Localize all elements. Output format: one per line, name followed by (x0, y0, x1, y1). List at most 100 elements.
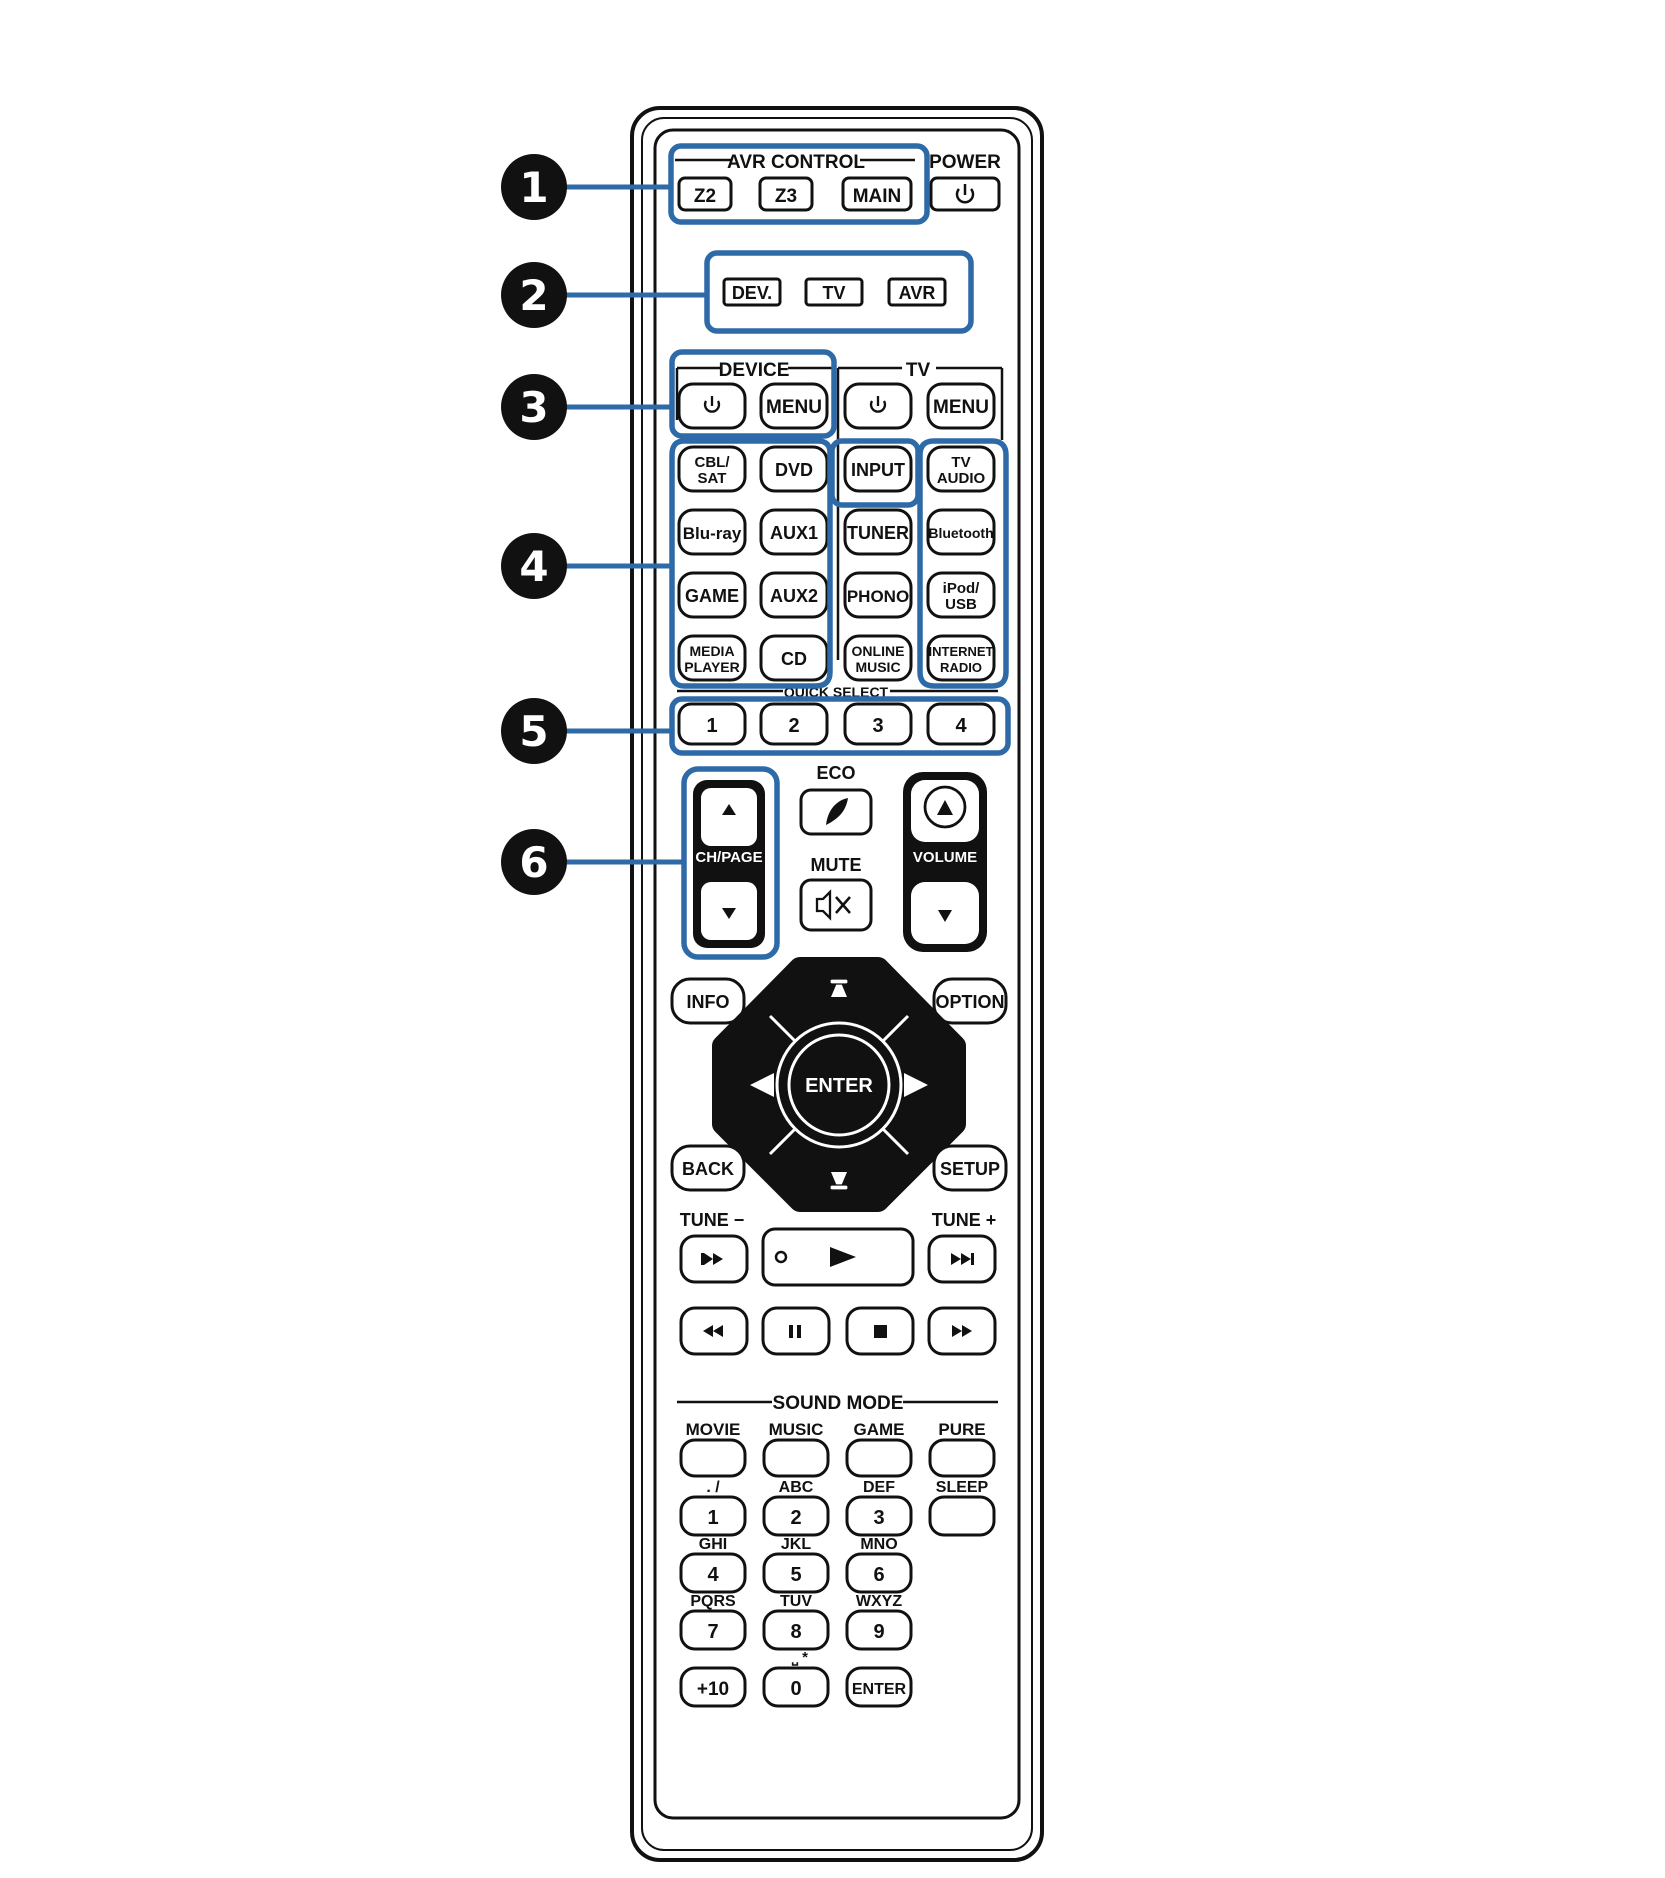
play-button[interactable] (761, 1227, 915, 1287)
highlight-4-device (669, 438, 833, 689)
game-mode-button[interactable] (845, 1438, 913, 1478)
phono-button[interactable]: PHONO (843, 571, 913, 619)
music-button[interactable] (762, 1438, 830, 1478)
online-music-label-2: MUSIC (855, 659, 900, 675)
key-9-button[interactable]: 9 (845, 1609, 913, 1651)
tv-menu-button[interactable]: MENU (926, 382, 996, 430)
skip-back-button[interactable] (679, 1234, 749, 1284)
dpad-down-button[interactable] (829, 1172, 849, 1191)
key-4-button[interactable]: 4 (679, 1552, 747, 1594)
input-button[interactable]: INPUT (843, 445, 913, 493)
ch-page-down-button[interactable] (701, 882, 757, 940)
key-0-symbols: ⎵ * (791, 1649, 808, 1667)
dev-button[interactable]: DEV. (722, 277, 782, 307)
key-6-button[interactable]: 6 (845, 1552, 913, 1594)
volume-up-button[interactable] (911, 780, 979, 842)
key-3-button[interactable]: 3 (845, 1495, 913, 1537)
info-button[interactable]: INFO (670, 977, 746, 1025)
volume-rocker: VOLUME (903, 772, 987, 952)
sound-mode-group: SOUND MODE MOVIE MUSIC GAME PURE (677, 1393, 998, 1478)
aux1-button[interactable]: AUX1 (759, 508, 829, 556)
internet-radio-label-2: RADIO (940, 660, 982, 675)
rewind-button[interactable] (679, 1306, 749, 1356)
dpad-up-button[interactable] (829, 978, 849, 997)
aux2-label: AUX2 (770, 586, 818, 606)
key-2-label: 2 (790, 1507, 801, 1529)
bluetooth-button[interactable]: Bluetooth (926, 508, 996, 556)
ipod-usb-button[interactable]: iPod/USB (926, 571, 996, 619)
volume-down-button[interactable] (911, 882, 979, 944)
skip-forward-button[interactable] (927, 1234, 997, 1284)
tv-power-button[interactable] (843, 382, 913, 430)
pure-label: PURE (938, 1420, 985, 1439)
rewind-icon (703, 1325, 723, 1337)
back-button[interactable]: BACK (670, 1144, 746, 1192)
key-5-button[interactable]: 5 (762, 1552, 830, 1594)
key-2-letters: ABC (779, 1479, 814, 1496)
option-button[interactable]: OPTION (932, 977, 1008, 1025)
avr-control-group: AVR CONTROL Z2 Z3 MAIN (675, 152, 915, 212)
stop-button[interactable] (845, 1306, 915, 1356)
device-menu-button[interactable]: MENU (759, 382, 829, 430)
cbl-sat-label-1: CBL/ (695, 454, 731, 471)
quick-select-2-button[interactable]: 2 (759, 702, 829, 746)
key-7-button[interactable]: 7 (679, 1609, 747, 1651)
avr-mode-button[interactable]: AVR (887, 277, 947, 307)
key-3-letters: DEF (863, 1479, 895, 1496)
pause-button[interactable] (761, 1306, 831, 1356)
device-group: DEVICE (675, 360, 832, 420)
power-button[interactable] (929, 176, 1001, 212)
key-1-label: 1 (707, 1507, 718, 1529)
numpad-enter-button[interactable]: ENTER (845, 1666, 913, 1708)
fast-forward-button[interactable] (927, 1306, 997, 1356)
tuner-button[interactable]: TUNER (843, 508, 913, 556)
leaf-icon (826, 798, 848, 825)
quick-select-3-button[interactable]: 3 (843, 702, 913, 746)
pure-button[interactable] (928, 1438, 996, 1478)
key-2-button[interactable]: 2 (762, 1495, 830, 1537)
mute-button[interactable] (799, 878, 873, 932)
online-music-label-1: ONLINE (852, 643, 905, 659)
movie-label: MOVIE (686, 1420, 741, 1439)
z3-button[interactable]: Z3 (758, 176, 814, 212)
z2-button[interactable]: Z2 (677, 176, 733, 212)
callout-6: 6 (501, 829, 686, 895)
enter-button[interactable]: ENTER (787, 1033, 891, 1137)
game-button[interactable]: GAME (677, 571, 747, 619)
bluray-button[interactable]: Blu-ray (677, 508, 747, 556)
sleep-button[interactable] (928, 1495, 996, 1537)
tv-mode-button[interactable]: TV (804, 277, 864, 307)
dvd-button[interactable]: DVD (759, 445, 829, 493)
tv-audio-label-2: AUDIO (937, 470, 986, 487)
tv-label: TV (906, 360, 931, 381)
key-5-label: 5 (790, 1564, 801, 1586)
setup-button[interactable]: SETUP (932, 1144, 1008, 1192)
key-1-button[interactable]: 1 (679, 1495, 747, 1537)
cbl-sat-button[interactable]: CBL/SAT (677, 445, 747, 493)
dpad-right-button[interactable] (904, 1073, 928, 1097)
plus10-button[interactable]: +10 (679, 1666, 747, 1708)
key-7-letters: PQRS (690, 1593, 736, 1610)
quick-select-1-button[interactable]: 1 (677, 702, 747, 746)
cd-label: CD (781, 649, 807, 669)
key-8-button[interactable]: 8 (762, 1609, 830, 1651)
aux2-button[interactable]: AUX2 (759, 571, 829, 619)
ipod-usb-label-2: USB (945, 596, 977, 613)
dpad-left-button[interactable] (750, 1073, 774, 1097)
key-0-button[interactable]: 0 (762, 1666, 830, 1708)
main-button[interactable]: MAIN (841, 176, 913, 212)
power-icon (703, 396, 721, 413)
key-7-label: 7 (707, 1621, 718, 1643)
movie-button[interactable] (679, 1438, 747, 1478)
eco-button[interactable] (799, 788, 873, 836)
ch-page-up-button[interactable] (701, 788, 757, 846)
setup-label: SETUP (940, 1159, 1000, 1179)
quick-select-4-button[interactable]: 4 (926, 702, 996, 746)
device-power-button[interactable] (677, 382, 747, 430)
cd-button[interactable]: CD (759, 634, 829, 682)
key-5-letters: JKL (781, 1536, 811, 1553)
